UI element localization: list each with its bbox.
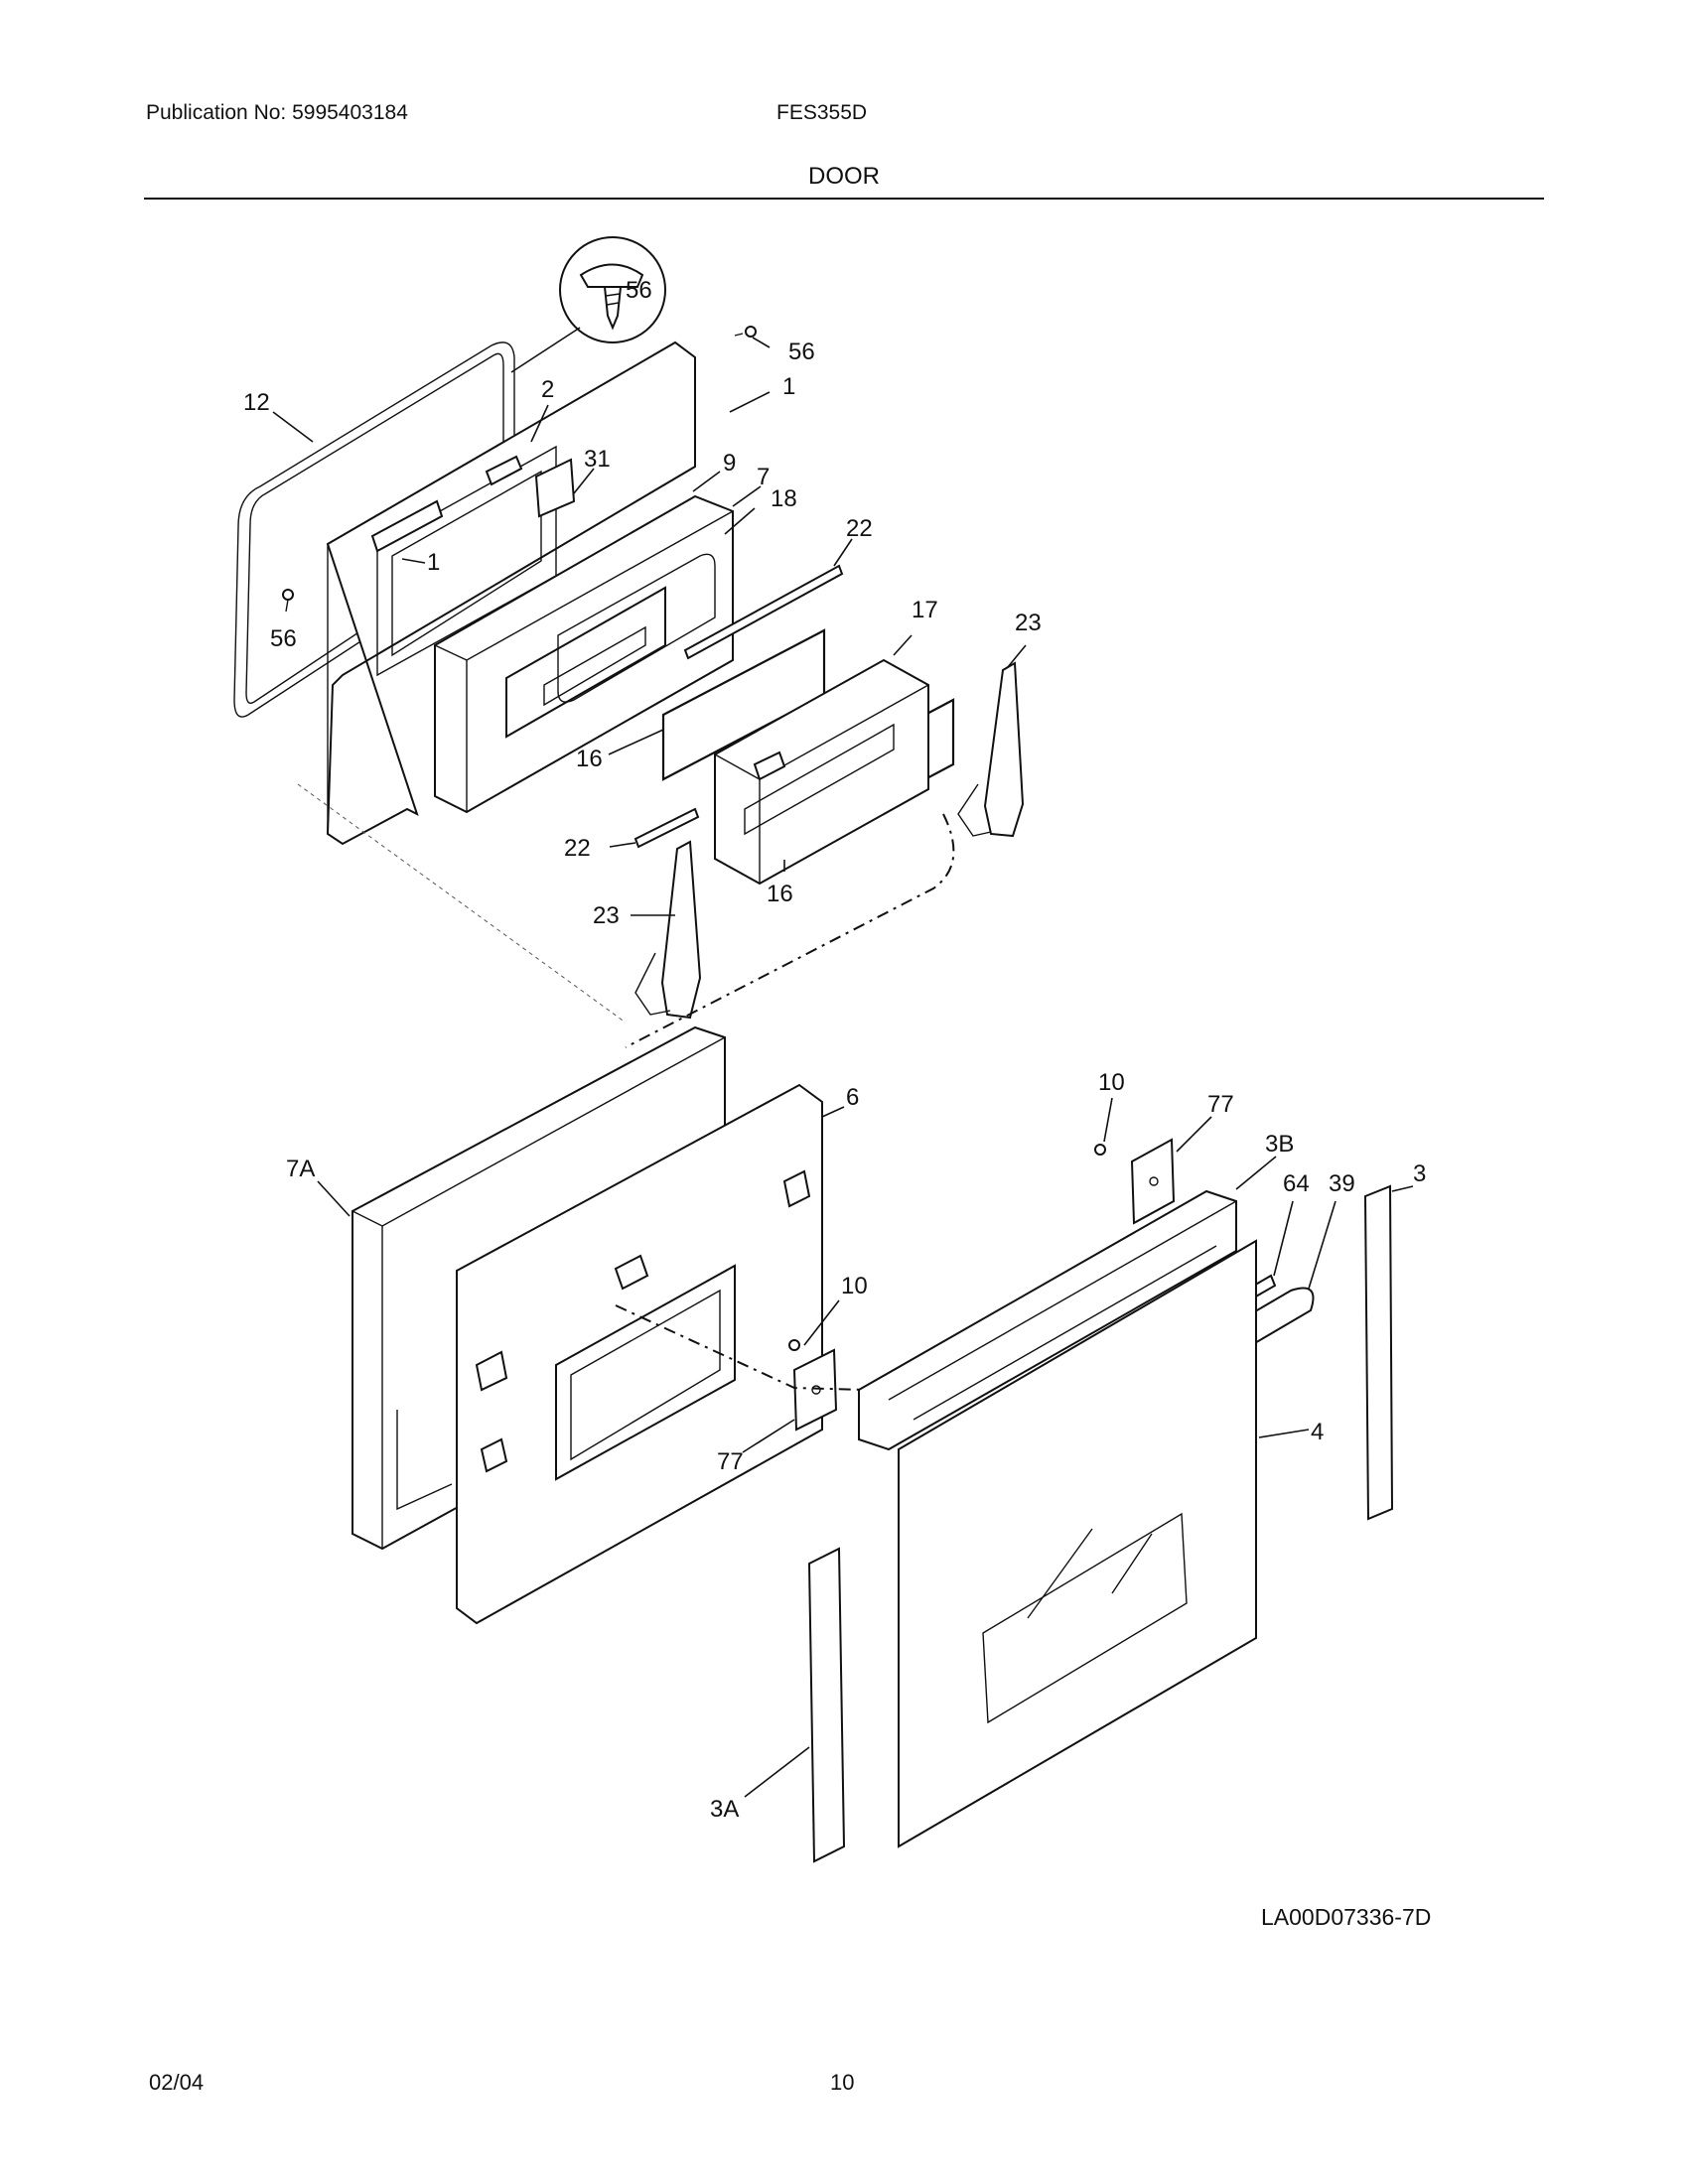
callout-3A: 3A — [710, 1796, 739, 1823]
callout-1-top: 1 — [782, 373, 795, 400]
leader-lines — [272, 337, 1414, 1798]
door-hinge-right — [957, 661, 1025, 838]
glass-retainer-upper — [683, 564, 844, 660]
screw-zoom-circle — [510, 236, 666, 373]
door-trim-left — [807, 1547, 846, 1863]
callout-56-left: 56 — [270, 625, 297, 652]
publication-number: Publication No: 5995403184 — [146, 101, 408, 124]
callout-64: 64 — [1283, 1170, 1310, 1197]
model-number: FES355D — [776, 101, 868, 124]
inner-door-panel — [456, 1083, 823, 1625]
door-insulation — [434, 494, 734, 814]
callout-3B: 3B — [1265, 1131, 1294, 1158]
screw-left — [282, 589, 294, 613]
callout-77-top: 77 — [1207, 1091, 1234, 1118]
callout-18: 18 — [771, 485, 797, 512]
callout-17: 17 — [912, 597, 938, 623]
callout-9: 9 — [723, 450, 736, 477]
callout-31: 31 — [584, 446, 611, 473]
door-trim-top — [858, 1189, 1237, 1451]
assembly-line-hinge — [625, 813, 955, 1048]
callout-56-zoom: 56 — [626, 277, 652, 304]
callout-1-mid: 1 — [427, 549, 440, 576]
door-hinge-left — [634, 840, 702, 1020]
door-gasket — [233, 341, 515, 718]
glass-retainer-lower — [633, 807, 700, 849]
callout-4: 4 — [1311, 1419, 1324, 1445]
publication-date: 02/04 — [149, 2070, 205, 2095]
diagram-code: LA00D07336-7D — [1261, 1904, 1432, 1930]
hinge-receiver-upper — [1130, 1138, 1176, 1225]
page-number: 10 — [830, 2070, 855, 2095]
callout-23-low: 23 — [593, 902, 620, 929]
glass-pack-frame — [714, 658, 929, 886]
door-trim-right — [1363, 1184, 1394, 1521]
screw-top-right — [734, 326, 757, 338]
section-title: DOOR — [808, 163, 880, 190]
hinge-screws — [788, 1144, 1106, 1351]
callout-23-right: 23 — [1015, 610, 1042, 636]
callout-10-top: 10 — [1098, 1069, 1125, 1096]
callout-7A: 7A — [286, 1156, 315, 1182]
callout-10-mid: 10 — [841, 1273, 868, 1299]
callout-56-top: 56 — [788, 339, 815, 365]
callout-22-top: 22 — [846, 515, 873, 542]
window-gasket — [557, 553, 716, 703]
callout-7: 7 — [757, 464, 770, 490]
callout-6: 6 — [846, 1084, 859, 1111]
callout-labels: 56 56 1 12 2 31 9 7 18 1 22 17 23 56 16 … — [243, 277, 1426, 1823]
callout-16-low: 16 — [767, 881, 793, 907]
callout-39: 39 — [1329, 1170, 1355, 1197]
callout-12: 12 — [243, 389, 270, 416]
header-rule — [144, 198, 1544, 200]
hinge-receiver-lower — [792, 1348, 838, 1432]
callout-3: 3 — [1413, 1160, 1426, 1187]
callout-2: 2 — [541, 376, 554, 403]
callout-16-left: 16 — [576, 746, 603, 772]
outer-door-glass — [898, 1239, 1257, 1848]
callout-22-low: 22 — [564, 835, 591, 862]
callout-77-low: 77 — [717, 1448, 744, 1475]
assembly-line-receiver — [615, 1304, 865, 1391]
